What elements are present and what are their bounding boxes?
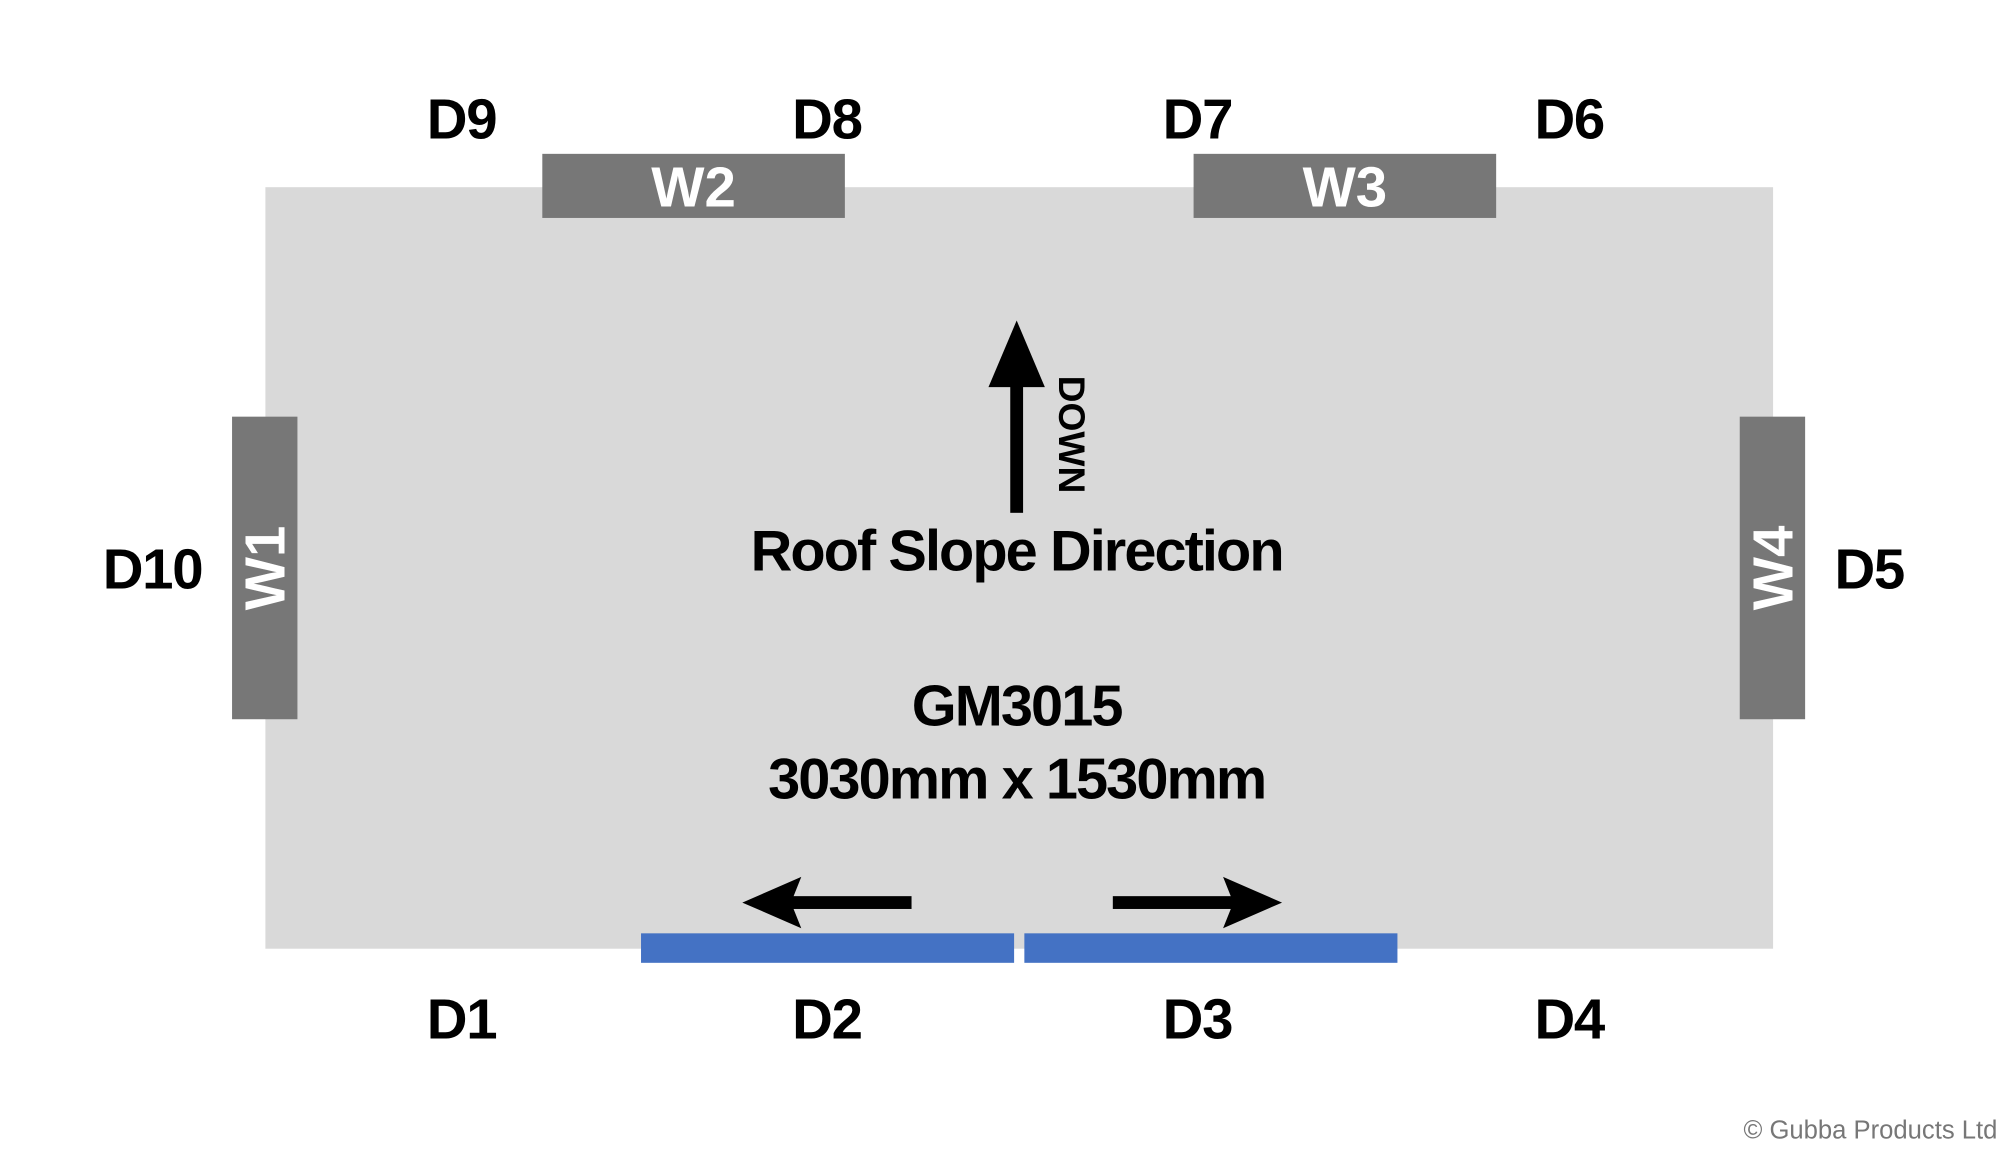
copyright-notice: © Gubba Products Ltd	[1743, 1116, 1997, 1144]
position-d5: D5	[1834, 537, 1904, 600]
position-d2: D2	[792, 987, 862, 1050]
door-slide-left-arrow-icon	[742, 876, 912, 929]
building-footprint	[265, 187, 1774, 949]
position-d8: D8	[792, 87, 862, 150]
slope-down-label: DOWN	[1051, 376, 1093, 494]
wall-w3-label: W3	[1303, 155, 1388, 218]
wall-w1	[232, 416, 298, 720]
model-code: GM3015	[912, 675, 1123, 739]
wall-w3	[1193, 153, 1497, 218]
wall-w4-label: W4	[1741, 525, 1804, 610]
position-d6: D6	[1534, 87, 1604, 150]
position-d10: D10	[103, 537, 203, 600]
wall-w2	[542, 153, 845, 218]
position-d1: D1	[427, 987, 497, 1050]
position-d7: D7	[1163, 87, 1233, 150]
model-dimensions: 3030mm x 1530mm	[768, 748, 1265, 812]
wall-w2-label: W2	[651, 155, 736, 218]
door-right-panel	[1024, 933, 1398, 963]
door-left-panel	[641, 933, 1015, 963]
position-d4: D4	[1534, 987, 1605, 1050]
slope-title: Roof Slope Direction	[751, 520, 1283, 584]
wall-w1-label: W1	[234, 526, 297, 611]
position-d3: D3	[1163, 987, 1233, 1050]
slope-arrow-up-icon	[988, 320, 1045, 513]
door-slide-right-arrow-icon	[1112, 876, 1283, 929]
position-d9: D9	[427, 87, 497, 150]
wall-w4	[1739, 416, 1806, 720]
